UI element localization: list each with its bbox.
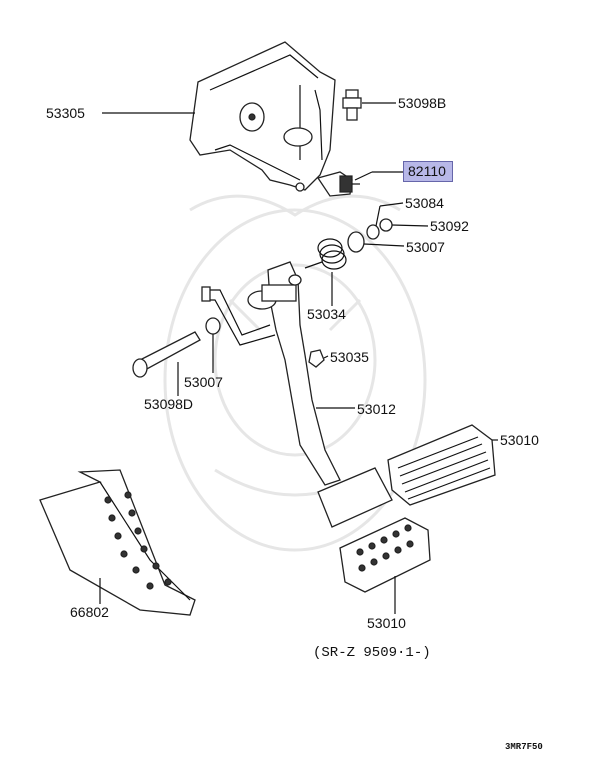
spring-53034: [304, 238, 347, 270]
label-82110-highlighted[interactable]: 82110: [403, 161, 453, 182]
nut-53035: [308, 349, 325, 368]
bracket-53305: [189, 41, 336, 192]
footrest-66802: [39, 469, 196, 616]
leader-lines: [99, 102, 498, 614]
label-53007-lower: 53007: [184, 374, 223, 390]
switch-82110: [316, 171, 360, 197]
pedal-arm-53012: [201, 261, 341, 486]
nut-53092: [379, 218, 393, 232]
washer-53084: [366, 224, 380, 240]
label-53034: 53034: [307, 306, 346, 322]
label-53007-upper: 53007: [406, 239, 445, 255]
washer-53007: [205, 317, 221, 335]
label-53092: 53092: [430, 218, 469, 234]
label-53098d: 53098D: [144, 396, 194, 412]
label-53012: 53012: [357, 401, 396, 417]
applicability-note: (SR-Z 9509·1-): [313, 645, 431, 661]
label-53084: 53084: [405, 195, 444, 211]
bolt-53098d: [132, 331, 201, 378]
label-53010-lower: 53010: [367, 615, 406, 631]
bush-53007: [347, 231, 365, 253]
label-53010-upper: 53010: [500, 432, 539, 448]
pedal-plate: [317, 467, 393, 528]
label-53305: 53305: [46, 105, 85, 121]
label-53035: 53035: [330, 349, 369, 365]
pad-53010-lower: [339, 517, 431, 593]
label-53098b: 53098B: [398, 95, 447, 111]
bolt-53098b: [342, 89, 362, 121]
diagram-code: 3MR7F50: [505, 742, 543, 752]
pad-53010-upper: [387, 424, 496, 506]
label-66802: 66802: [70, 604, 109, 620]
